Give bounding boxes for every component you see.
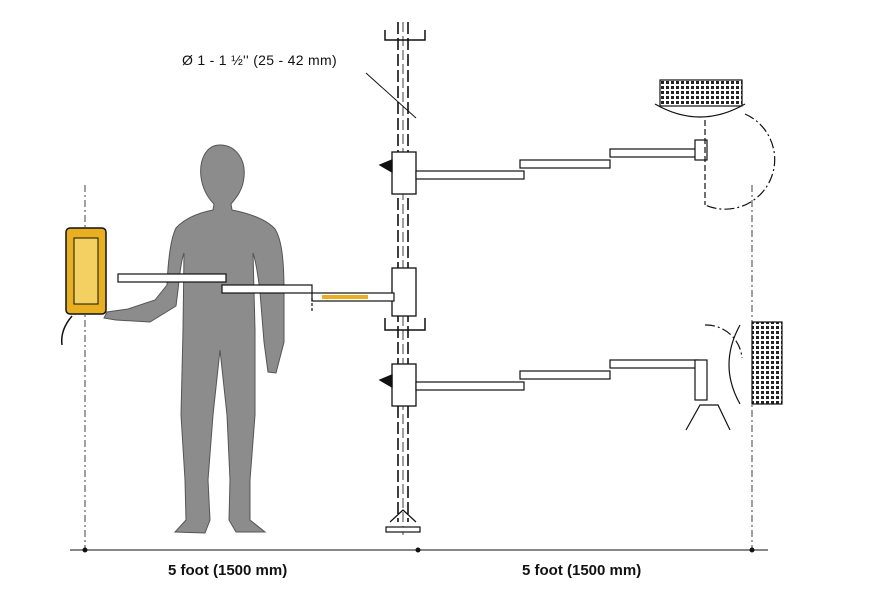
dimension-label-left: 5 foot (1500 mm) — [168, 562, 288, 579]
human-silhouette — [103, 144, 285, 534]
dimension-label-right: 5 foot (1500 mm) — [522, 562, 642, 579]
handheld-lamp — [60, 227, 107, 346]
middle-arm — [117, 273, 395, 312]
pole-diameter-callout: Ø 1 - 1 ½'' (25 - 42 mm) — [182, 52, 337, 68]
lower-arm — [415, 359, 708, 401]
lamp-head-lower — [685, 321, 783, 431]
callout-leader — [365, 72, 417, 119]
pole-clamps — [378, 151, 417, 407]
dimension-line — [70, 547, 768, 553]
upper-arm — [415, 139, 708, 180]
lamp-head-upper — [654, 79, 776, 210]
